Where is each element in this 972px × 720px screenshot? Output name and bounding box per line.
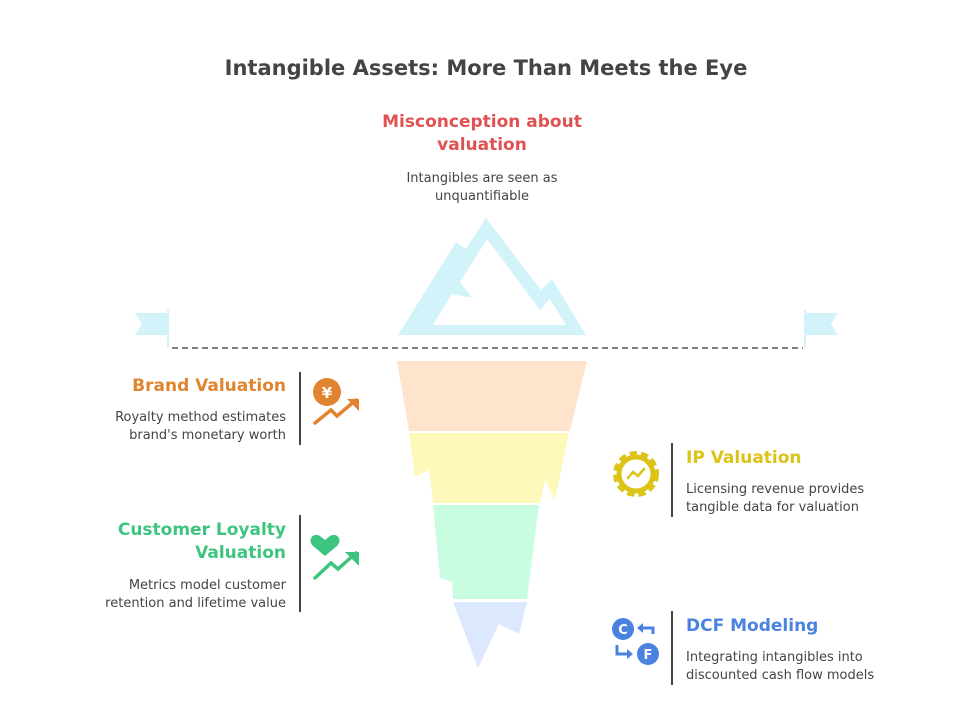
misconception-heading: Misconception about valuation: [382, 112, 582, 155]
yen-growth-icon: ¥: [313, 378, 359, 425]
left-flag: [135, 313, 168, 335]
page-title: Intangible Assets: More Than Meets the E…: [224, 56, 748, 80]
right-flag: [805, 313, 838, 335]
divider: [299, 515, 301, 612]
band-brand: [397, 361, 587, 431]
dcf-text: Integrating intangibles into discounted …: [686, 650, 875, 683]
dcf-heading: DCF Modeling: [686, 616, 819, 636]
divider: [671, 443, 673, 517]
brand-text: Royalty method estimates brand's monetar…: [115, 410, 286, 443]
brand-heading: Brand Valuation: [132, 376, 286, 396]
loyalty-text: Metrics model customer retention and lif…: [105, 578, 286, 611]
divider: [299, 372, 301, 445]
divider: [671, 611, 673, 685]
loyalty-heading: Customer Loyalty Valuation: [117, 520, 286, 563]
gear-chart-icon: [613, 451, 659, 497]
ip-heading: IP Valuation: [686, 448, 802, 468]
heart-growth-icon: [310, 534, 359, 580]
svg-text:C: C: [618, 623, 628, 638]
exchange-icon: C F: [612, 618, 659, 665]
misconception-text: Intangibles are seen as unquantifiable: [406, 171, 558, 204]
iceberg-tip: [398, 218, 586, 335]
band-loyalty: [433, 505, 539, 599]
ip-text: Licensing revenue provides tangible data…: [686, 482, 865, 515]
band-dcf: [453, 602, 527, 668]
band-ip: [409, 433, 569, 503]
svg-text:F: F: [644, 648, 653, 663]
svg-text:¥: ¥: [322, 384, 333, 402]
